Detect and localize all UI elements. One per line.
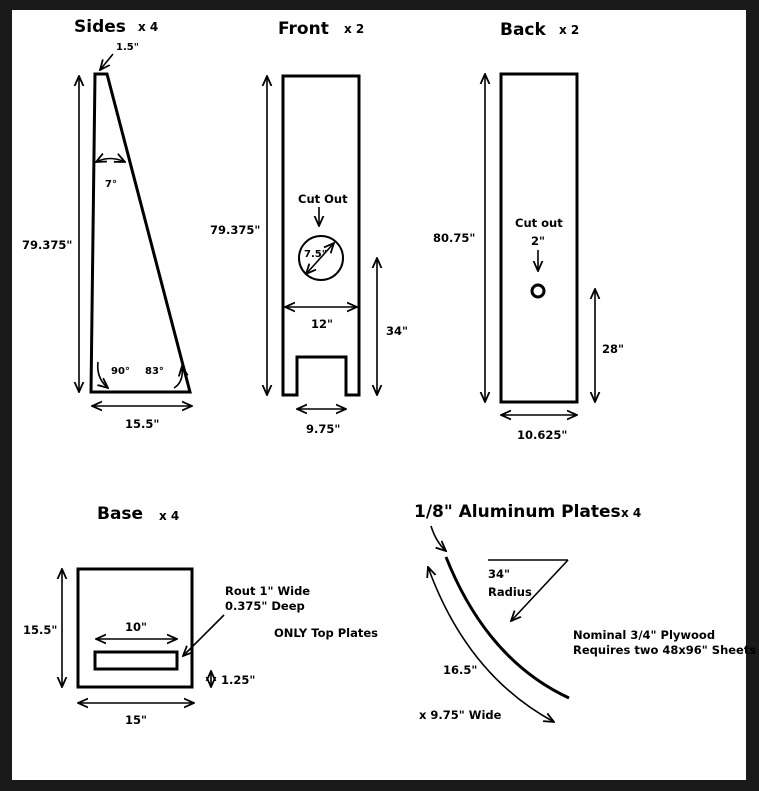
base-rout-width: 10" — [125, 620, 147, 634]
sides-height: 79.375" — [22, 238, 72, 252]
plates-title-arrow — [430, 525, 446, 551]
front-title: Front — [278, 19, 329, 39]
base-title: Base — [97, 504, 143, 524]
sides-angle-top: 7° — [105, 179, 117, 190]
sides-angle-right-arc — [173, 366, 182, 389]
back-section: Back x 2 80.75" Cut out 2" 28" 10.625" — [433, 20, 624, 442]
base-rout-note-1: Rout 1" Wide — [225, 584, 310, 598]
front-notch-width: 9.75" — [306, 422, 340, 436]
base-height: 15.5" — [23, 623, 57, 637]
base-rout-arrow — [183, 614, 225, 656]
front-width: 12" — [311, 317, 333, 331]
front-cutout-label: Cut Out — [298, 192, 348, 206]
plates-qty: x 4 — [621, 506, 641, 520]
front-height: 79.375" — [210, 223, 260, 237]
plywood-note-2: Requires two 48x96" Sheets — [573, 643, 756, 657]
front-cutout-height: 34" — [386, 324, 408, 338]
drawing-sheet: Sides x 4 1.5" 79.375" 7° 90° 83° 15.5" … — [12, 10, 756, 780]
front-qty: x 2 — [344, 22, 364, 36]
plates-section: 1/8" Aluminum Plates x 4 34" Radius 16.5… — [414, 502, 756, 722]
sides-angle-right: 83° — [145, 366, 164, 377]
sides-angle-top-arc — [96, 159, 125, 163]
sides-qty: x 4 — [138, 20, 158, 34]
sides-bottom-width: 15.5" — [125, 417, 159, 431]
plate-width-note: x 9.75" Wide — [419, 708, 502, 722]
sides-angle-left: 90° — [111, 366, 130, 377]
back-title: Back — [500, 20, 547, 40]
front-section: Front x 2 79.375" Cut Out 7.5" 12" 34" 9… — [210, 19, 408, 436]
side-panel-shape — [89, 72, 192, 394]
sides-angle-left-arc — [96, 361, 108, 388]
base-rout-slot — [93, 650, 179, 671]
back-panel-shape — [499, 72, 579, 404]
back-cutout-height: 28" — [602, 342, 624, 356]
plate-length: 16.5" — [443, 663, 477, 677]
back-width: 10.625" — [517, 428, 567, 442]
sides-section: Sides x 4 1.5" 79.375" 7° 90° 83° 15.5" — [22, 17, 192, 431]
back-cutout-label: Cut out — [515, 216, 563, 230]
base-width: 15" — [125, 713, 147, 727]
front-cutout-diameter-line — [306, 243, 334, 274]
back-cutout-circle — [530, 283, 546, 299]
base-qty: x 4 — [159, 509, 179, 523]
base-rout-note-2: 0.375" Deep — [225, 599, 305, 613]
plans-diagram: Sides x 4 1.5" 79.375" 7° 90° 83° 15.5" … — [22, 17, 756, 727]
back-qty: x 2 — [559, 23, 579, 37]
base-rout-offset: 1.25" — [221, 673, 255, 687]
sides-top-width: 1.5" — [116, 42, 139, 53]
front-cutout-diameter: 7.5" — [304, 249, 327, 260]
plate-radius-label: Radius — [488, 585, 532, 599]
back-cutout-diameter: 2" — [531, 234, 545, 248]
back-height: 80.75" — [433, 231, 475, 245]
plywood-note-1: Nominal 3/4" Plywood — [573, 628, 715, 642]
plate-radius-arrow — [511, 559, 569, 621]
plate-radius-value: 34" — [488, 567, 510, 581]
plates-title: 1/8" Aluminum Plates — [414, 502, 621, 522]
plate-length-dimension — [428, 567, 554, 722]
base-section: Base x 4 15.5" 10" Rout 1" Wide 0.375" D… — [23, 504, 378, 727]
sides-top-arrow — [100, 53, 114, 70]
sides-title: Sides — [74, 17, 126, 37]
base-rout-note-3: ONLY Top Plates — [274, 626, 378, 640]
